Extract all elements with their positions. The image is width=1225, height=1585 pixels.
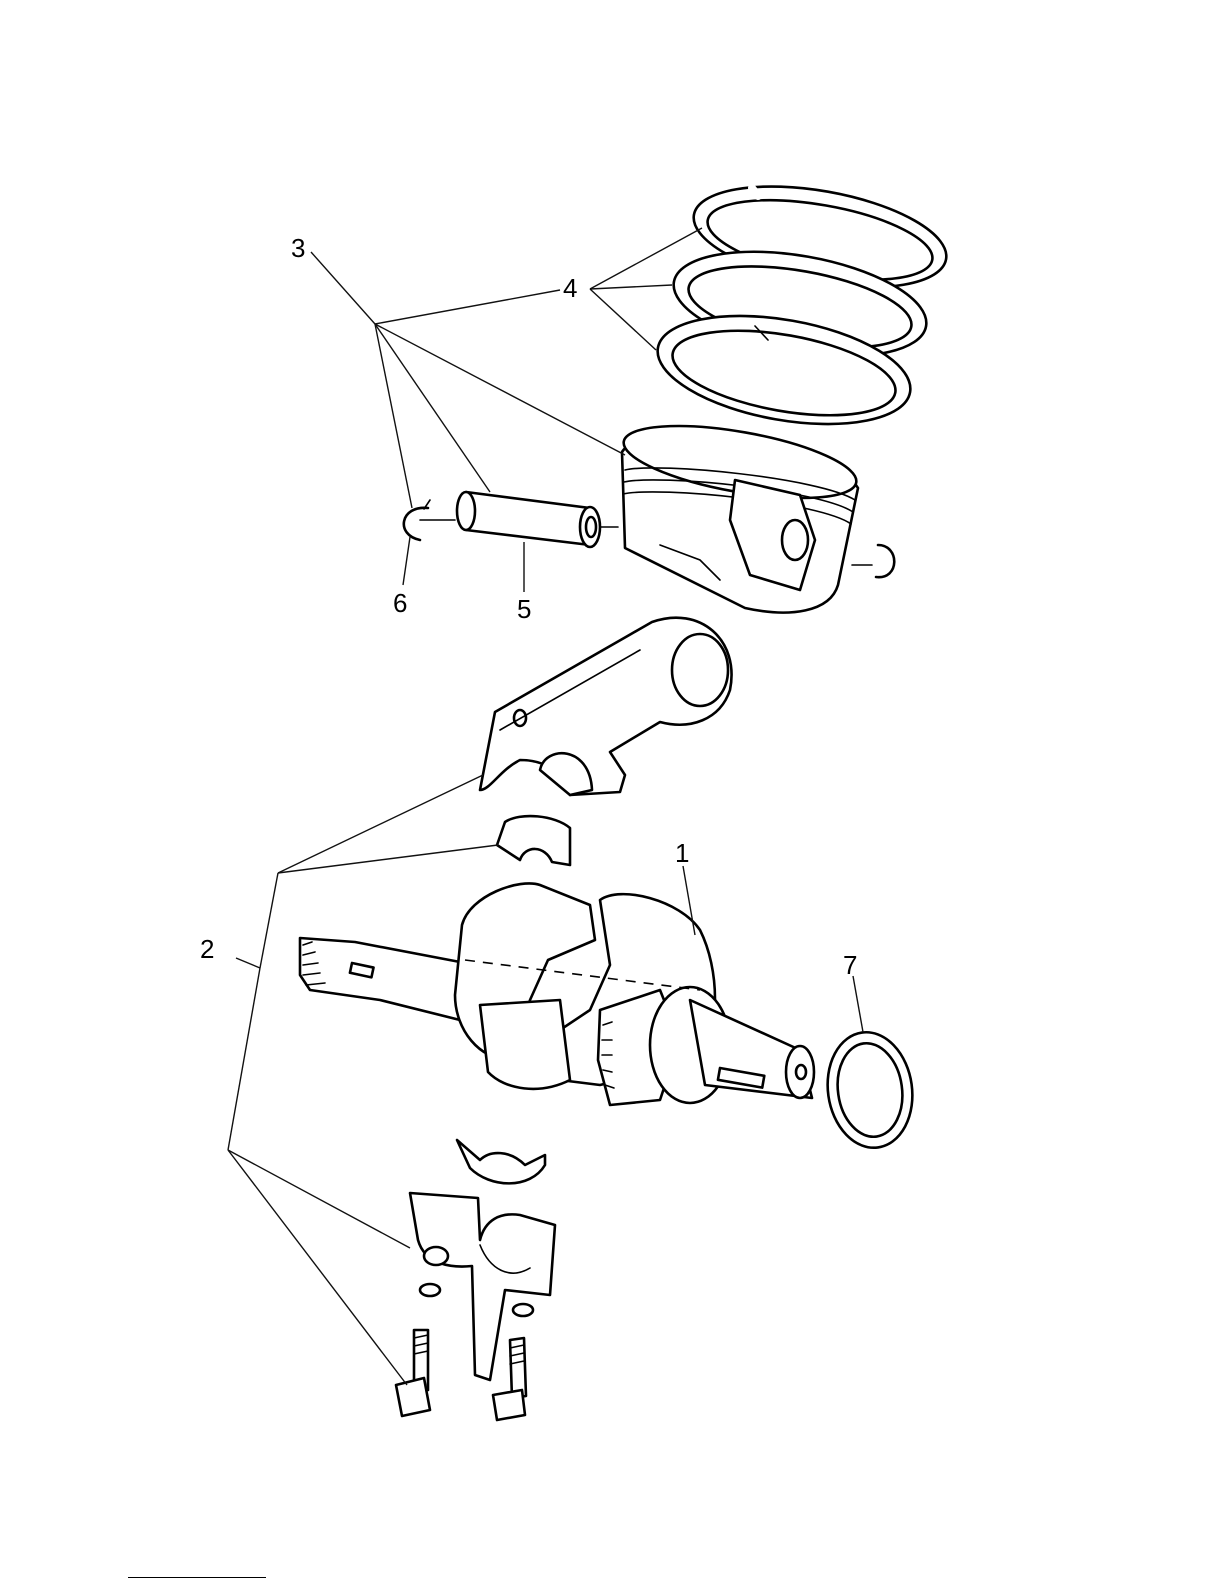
callout-5: 5 <box>517 594 531 624</box>
callout-7: 7 <box>843 950 857 980</box>
connecting-rod <box>480 618 732 795</box>
circlip-right <box>852 545 894 577</box>
callout-4: 4 <box>563 273 577 303</box>
callout-2: 2 <box>200 934 214 964</box>
callout-6: 6 <box>393 588 407 618</box>
thrust-washer <box>820 1027 919 1154</box>
piston-rings <box>649 169 954 441</box>
piston <box>619 412 862 613</box>
piston-pin <box>457 492 618 547</box>
bearing-shell-lower <box>457 1140 545 1183</box>
footer-rule <box>128 1577 266 1578</box>
crankshaft <box>300 883 814 1105</box>
callout-3: 3 <box>291 233 305 263</box>
rod-bolts <box>396 1330 526 1420</box>
bearing-shell-upper <box>497 816 570 865</box>
callout-1: 1 <box>675 838 689 868</box>
